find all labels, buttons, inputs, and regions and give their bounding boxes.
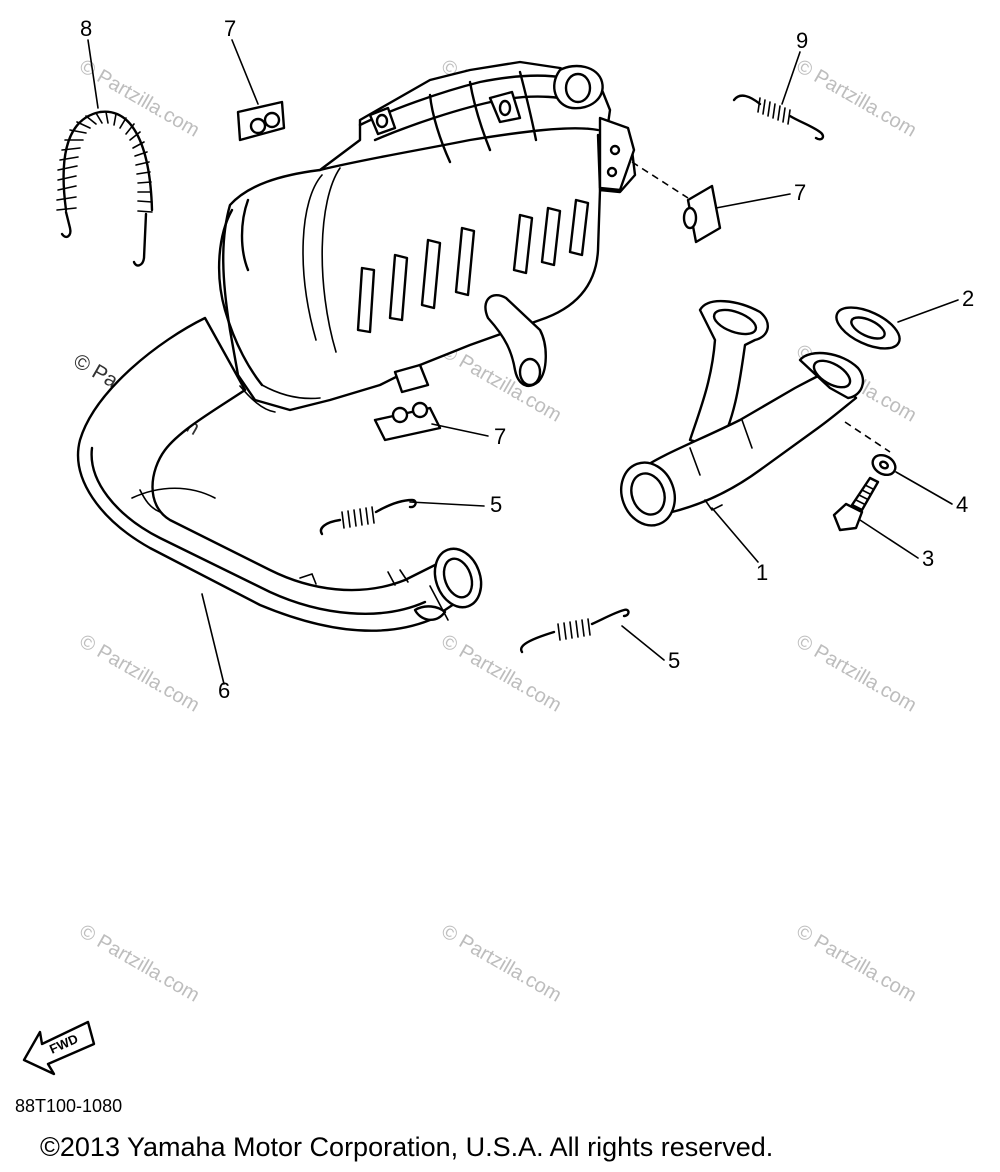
bolt-part-3[interactable] [832,476,880,532]
callout-4: 4 [956,492,968,517]
watermark-text: © Partzilla.com [793,55,921,141]
copyright-notice: ©2013 Yamaha Motor Corporation, U.S.A. A… [40,1132,773,1162]
callout-9: 9 [796,28,808,53]
callout-8: 8 [80,16,92,41]
watermark-text: © Partzilla.com [76,630,204,716]
callout-5-lower: 5 [668,648,680,673]
watermark-text: © Partzilla.com [793,630,921,716]
exhaust-pipe-part-6[interactable] [76,316,489,632]
watermark-text: © Partzilla.com [438,920,566,1006]
callout-numbers: 8 7 9 7 2 7 5 4 3 1 5 6 [80,16,974,703]
watermark-text: © Partzilla.com [793,920,921,1006]
large-spring-part-8[interactable] [56,110,154,267]
small-spring-part-9[interactable] [732,94,825,141]
exhaust-manifold-part-1[interactable] [613,299,891,533]
forward-direction-arrow: FWD [22,1020,96,1076]
leader-lines [87,39,959,685]
callout-7-top: 7 [224,16,236,41]
callout-7-center: 7 [494,424,506,449]
callout-7-right: 7 [794,180,806,205]
damper-part-7-top[interactable] [236,100,286,142]
watermark-text: © Partzilla.com [438,630,566,716]
callout-5-upper: 5 [490,492,502,517]
damper-part-7-center[interactable] [373,401,442,442]
callout-2: 2 [962,286,974,311]
callout-1: 1 [756,560,768,585]
diagram-code: 88T100-1080 [15,1096,122,1116]
watermark-text: © Partzilla.com [76,55,204,141]
callout-6: 6 [218,678,230,703]
washer-part-4[interactable] [869,451,899,479]
muffler-body[interactable] [217,60,637,413]
gasket-part-2[interactable] [830,299,905,357]
spring-part-5-lower[interactable] [519,608,630,654]
spring-part-5-upper[interactable] [319,498,417,536]
callout-3: 3 [922,546,934,571]
watermark-text: © Partzilla.com [76,920,204,1006]
damper-part-7-right[interactable] [631,161,722,244]
